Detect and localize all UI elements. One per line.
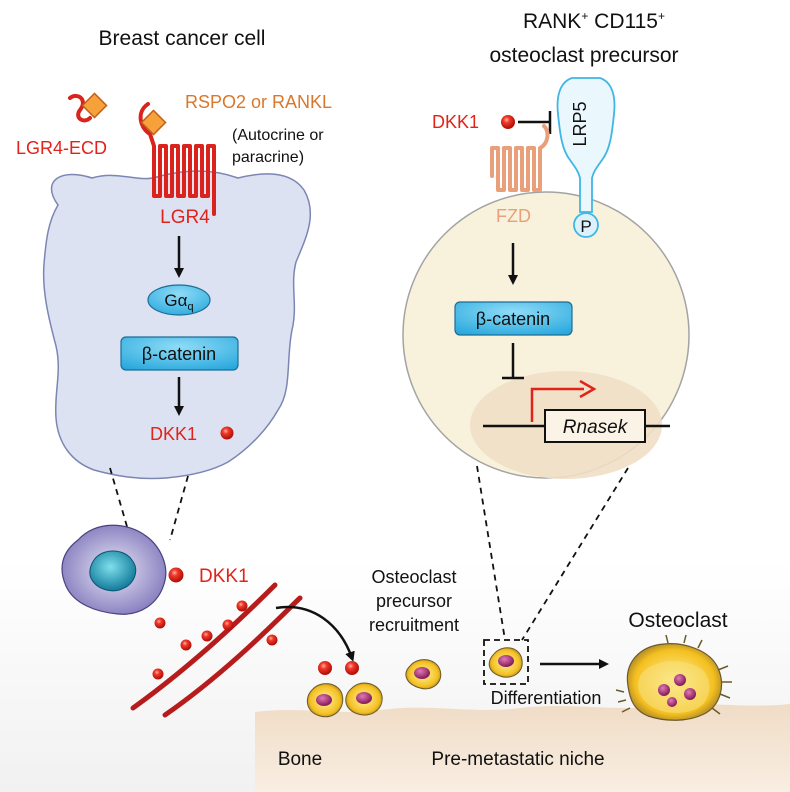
macrophage-nucleus — [89, 550, 137, 592]
precursor-cell-2 — [345, 682, 383, 716]
phospho-label: P — [580, 217, 591, 236]
blood-vessel-wall-a — [130, 582, 278, 711]
dkk1-label-left: DKK1 — [150, 424, 197, 444]
dkk1-vessel-3 — [201, 630, 213, 642]
differentiation-label: Differentiation — [491, 688, 602, 708]
transcription-arrow — [530, 387, 584, 422]
lgr4-receptor — [138, 102, 216, 216]
precursor-cell-migrating — [405, 659, 442, 690]
beta-catenin-box-right — [454, 301, 573, 336]
rnasek-gene-box — [544, 409, 646, 443]
dkk1-bone-2 — [345, 661, 359, 675]
precursor-cell-1 — [306, 683, 344, 718]
fzd-label: FZD — [496, 206, 531, 226]
recruitment-label-line3: recruitment — [369, 615, 459, 635]
autocrine-label-line2: paracrine) — [232, 149, 304, 166]
zoom-line-left-b — [169, 475, 189, 541]
precursor-cell-zoomed — [488, 647, 523, 678]
transcription-arrowhead — [579, 379, 597, 399]
fzd-receptor — [490, 124, 550, 192]
osteoclast-label: Osteoclast — [628, 609, 727, 632]
dkk1-vessel-7 — [266, 634, 278, 646]
recruitment-label-line1: Osteoclast — [371, 567, 456, 587]
dkk1-bone-1 — [318, 661, 332, 675]
dkk1-vessel-4 — [236, 600, 248, 612]
breast-cancer-cell-title: Breast cancer cell — [99, 27, 266, 50]
beta-catenin-label-left: β-catenin — [142, 344, 216, 364]
lrp5-label: LRP5 — [570, 101, 590, 146]
bone-surface — [255, 703, 790, 792]
autocrine-label-line1: (Autocrine or — [232, 127, 324, 144]
lrp5-receptor — [556, 77, 616, 213]
zoom-line-right-b — [521, 467, 629, 641]
beta-catenin-box-left — [120, 336, 239, 371]
zoom-box — [483, 639, 529, 685]
lgr4-ecd-fragment — [68, 93, 92, 123]
ligand-diamond-free — [81, 92, 108, 119]
recruitment-label-line2: precursor — [376, 591, 452, 611]
rank-cd115-title: RANK+ CD115+ — [523, 9, 665, 33]
dkk1-vessel-1 — [154, 617, 166, 629]
dkk1-molecule-bottom — [168, 567, 184, 583]
dkk1-vessel-6 — [152, 668, 164, 680]
lgr4-label: LGR4 — [160, 207, 210, 228]
galpha-q-label: Gαq — [164, 291, 193, 313]
dkk1-molecule-left — [220, 426, 234, 440]
dkk1-molecule-right — [501, 115, 515, 129]
dkk1-label-right: DKK1 — [432, 112, 479, 132]
lgr4-ecd-label: LGR4-ECD — [16, 138, 107, 158]
niche-label: Pre-metastatic niche — [431, 749, 604, 770]
galpha-q-node — [147, 284, 211, 316]
beta-catenin-label-right: β-catenin — [476, 309, 550, 329]
zoom-line-left-a — [109, 467, 129, 531]
osteoclast-cell — [615, 634, 732, 721]
zoom-line-right-a — [476, 465, 506, 641]
dkk1-label-bottom: DKK1 — [199, 566, 249, 587]
ligand-diamond-bound — [140, 109, 167, 136]
rnasek-label: Rnasek — [563, 417, 629, 438]
rspo2-rankl-label: RSPO2 or RANKL — [185, 92, 332, 112]
blood-vessel-wall-b — [162, 595, 303, 718]
bone-label: Bone — [278, 749, 322, 770]
dkk1-vessel-5 — [222, 619, 234, 631]
phospho-node — [573, 212, 599, 238]
osteoclast-precursor-title: osteoclast precursor — [489, 44, 678, 67]
arrow-to-bone — [275, 605, 355, 662]
dkk1-vessel-2 — [180, 639, 192, 651]
